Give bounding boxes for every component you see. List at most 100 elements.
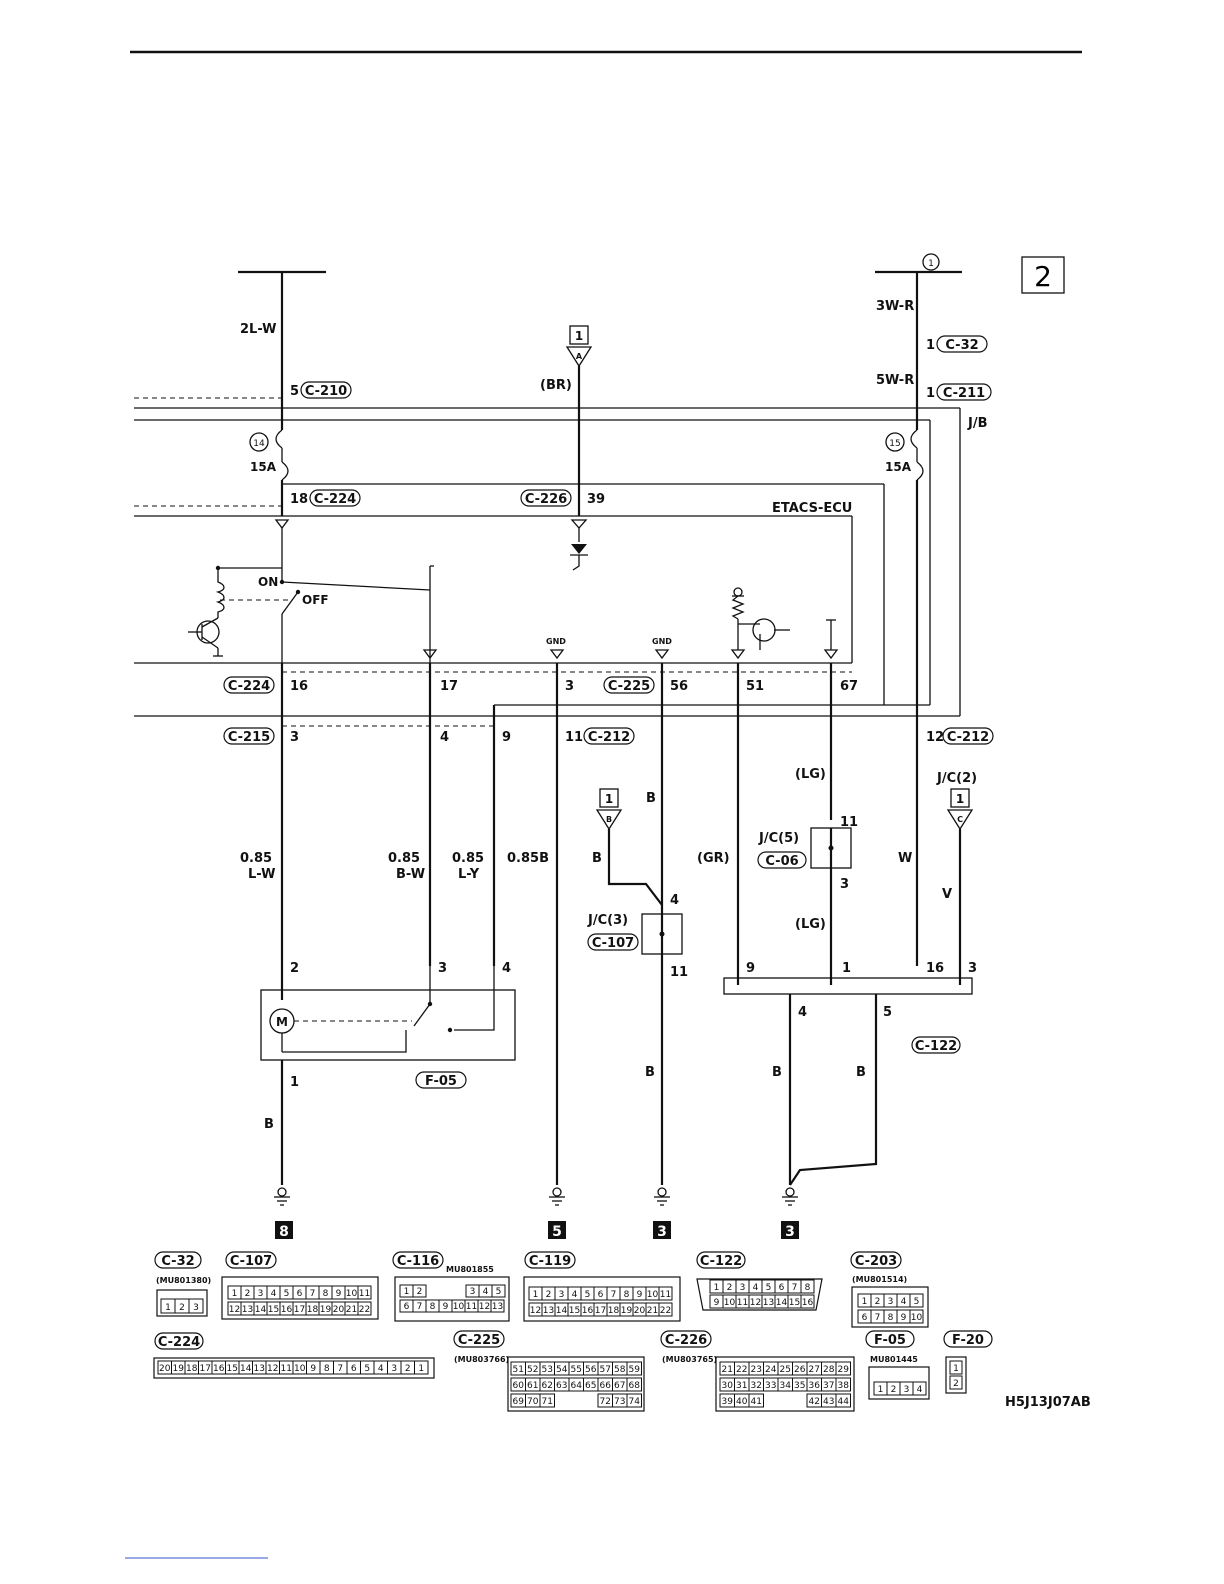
ground-point-3a (653, 1221, 671, 1239)
pin-label: 16 (926, 961, 944, 976)
legend-c107-bottom-pin: 19 (320, 1305, 332, 1315)
connector-label: C-215 (228, 730, 270, 745)
connector-tag-f05 (415, 1071, 467, 1089)
legend-c107-bottom-cell (357, 1301, 372, 1316)
legend-c32-cell (188, 1298, 204, 1314)
jb-label: J/B (967, 416, 988, 431)
transistor-left-collector (201, 617, 219, 628)
connector-tag-c211 (936, 383, 992, 401)
relay-coil-icon (215, 568, 225, 618)
connector-label: C-06 (765, 854, 798, 869)
legend-c122-top-pin: 7 (792, 1283, 798, 1293)
legend-c107-top-pin: 5 (284, 1289, 290, 1299)
part-code: H5J13J07AB (1005, 1395, 1091, 1410)
legend-c122-label: C-122 (700, 1254, 742, 1269)
legend-c225-r1-pin: 52 (527, 1365, 538, 1375)
legend-c203-label: C-203 (855, 1254, 897, 1269)
connector-label: C-225 (608, 679, 650, 694)
legend-c203-top-pin: 2 (875, 1297, 881, 1307)
ground-point-3b (781, 1221, 799, 1239)
connector-label: C-226 (525, 492, 567, 507)
gnd-arrow-1 (549, 649, 565, 660)
ground-point-5 (548, 1221, 566, 1239)
legend-f05-part: MU801445 (870, 1355, 918, 1364)
legend-c107-top-pin: 11 (359, 1289, 370, 1299)
fuse-14-number: 14 (253, 439, 265, 449)
motor-switch-blade (413, 966, 431, 1027)
legend-c224-pin: 12 (267, 1364, 278, 1374)
legend-c122-bottom-pin: 12 (750, 1298, 761, 1308)
legend-c225-r2-pin: 61 (527, 1381, 538, 1391)
legend-c116-bottom-pin: 10 (453, 1302, 465, 1312)
connector-label: C-32 (945, 338, 978, 353)
legend-c32-housing (156, 1289, 208, 1317)
motor-switch-pin4 (454, 966, 495, 1031)
legend-c226-r2-pin: 31 (736, 1381, 747, 1391)
legend-c226-r1-pin: 27 (809, 1365, 820, 1375)
legend-f20-label: F-20 (952, 1333, 984, 1348)
ground-point-8 (275, 1221, 293, 1239)
legend-f05-label: F-05 (874, 1333, 906, 1348)
legend-c122-bottom-pin: 13 (763, 1298, 774, 1308)
legend-c116-bottom-pin: 6 (404, 1302, 410, 1312)
legend-c225-r1-pin: 55 (571, 1365, 582, 1375)
legend-c203-top-pin: 3 (888, 1297, 894, 1307)
wire-label: B (772, 1065, 782, 1080)
pin-label: 2 (290, 961, 299, 976)
legend-c116-top-b-cell (491, 1284, 506, 1298)
legend-c203-bottom-pin: 6 (862, 1313, 868, 1323)
connector-tag-c225 (603, 676, 655, 694)
ref-box-c (950, 788, 970, 808)
legend-c122-tag (696, 1251, 746, 1269)
wire-b-pin5 (789, 994, 878, 1186)
legend-c122-bottom-pin: 9 (714, 1298, 720, 1308)
ground-point-5-label: 5 (552, 1224, 562, 1240)
switch-blade (281, 591, 299, 615)
legend-c122-top-pin: 1 (714, 1283, 720, 1293)
legend-c203-top-pin: 5 (914, 1297, 920, 1307)
wire-label: L-W (248, 867, 275, 882)
legend-f05-pin: 1 (878, 1385, 884, 1395)
wire-b-refb (607, 829, 663, 906)
legend-c225-r3b-pin: 74 (629, 1397, 641, 1407)
wire-label-gr: (GR) (697, 851, 730, 866)
ground-symbol-4 (782, 1187, 798, 1206)
legend-c226-r2-pin: 37 (823, 1381, 834, 1391)
wire-label: B (646, 791, 656, 806)
legend-c224-pin: 14 (240, 1364, 252, 1374)
wire-label: B (264, 1117, 274, 1132)
legend-c119-bottom-pin: 12 (530, 1306, 541, 1316)
jc2-label: J/C(2) (936, 771, 977, 786)
wire-label-5wr: 5W-R (876, 373, 914, 388)
legend-c119-top-pin: 7 (611, 1290, 617, 1300)
legend-c203-top-pin: 1 (862, 1297, 868, 1307)
legend-c226-label: C-226 (665, 1333, 707, 1348)
legend-c226-r2-pin: 35 (794, 1381, 805, 1391)
pin-label: 1 (926, 338, 935, 353)
legend-c122-bottom-pin: 14 (776, 1298, 788, 1308)
legend-c122-top-pin: 4 (753, 1283, 759, 1293)
ref-box-a (569, 325, 589, 345)
ref-triangle-a (565, 346, 593, 368)
legend-c224-pin: 2 (405, 1364, 411, 1374)
legend-f20-housing (945, 1356, 967, 1394)
wire-label: B-W (396, 867, 425, 882)
legend-c226-r1-pin: 26 (794, 1365, 806, 1375)
legend-c226-r2-cell (835, 1377, 851, 1392)
connector-label: F-05 (425, 1074, 457, 1089)
legend-c203-part: (MU801514) (852, 1275, 907, 1284)
legend-c107-top-pin: 8 (323, 1289, 329, 1299)
pin-label: 3 (565, 679, 574, 694)
legend-c116-bottom-pin: 11 (466, 1302, 477, 1312)
legend-c107-top-pin: 7 (310, 1289, 316, 1299)
legend-c226-r3b-cell (835, 1393, 851, 1408)
fuse-14-amp: 15A (250, 460, 277, 474)
legend-c119-top-pin: 4 (572, 1290, 578, 1300)
section-number-box (1021, 256, 1065, 294)
pin-label: 18 (290, 492, 308, 507)
legend-c119-top-pin: 10 (647, 1290, 659, 1300)
etacs-in-arrow-left (274, 519, 290, 530)
section-number: 2 (1034, 260, 1052, 293)
switch-off-label: OFF (302, 593, 329, 607)
pin-label: 11 (670, 965, 688, 980)
